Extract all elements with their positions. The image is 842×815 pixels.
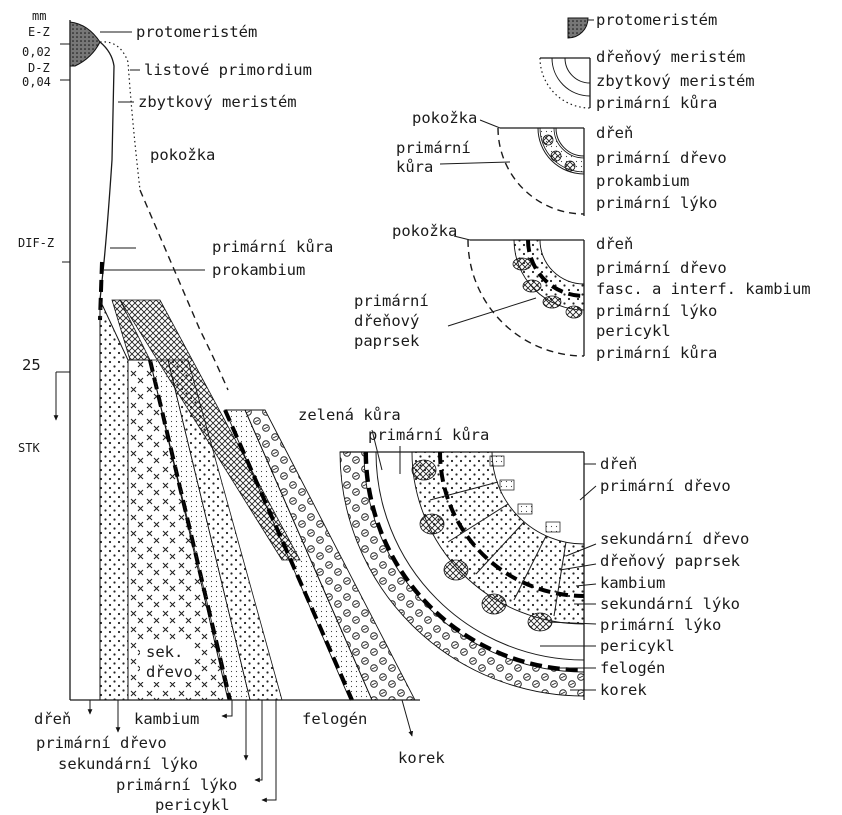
cs3-label-primary-xylem: primární dřevo xyxy=(596,259,727,277)
axis-stk-label: STK xyxy=(18,441,40,455)
label-bottom-secondary-phloem: sekundární lýko xyxy=(58,755,198,773)
cs3-label-epidermis: pokožka xyxy=(392,222,457,240)
cs1-label-residual-meristem: zbytkový meristém xyxy=(596,72,755,90)
cs3-label-pith: dřeň xyxy=(596,235,633,253)
cs2-procambium-ring xyxy=(540,128,584,172)
leader-pericycle-bottom xyxy=(262,700,276,800)
cs2-label-primary-phloem: primární lýko xyxy=(596,194,717,212)
cs4-label-primary-cortex: primární kůra xyxy=(368,426,489,444)
cs1-pith-arc xyxy=(565,58,590,83)
label-bottom-primary-xylem: primární dřevo xyxy=(36,734,167,752)
cs4-label-green-bark: zelená kůra xyxy=(298,406,401,424)
cs3-label-primary-cortex: primární kůra xyxy=(596,344,717,362)
cs1-label-primary-cortex: primární kůra xyxy=(596,94,717,112)
cs4-label-pith-ray: dřeňový paprsek xyxy=(600,552,741,570)
cs4-leader-primary-xylem xyxy=(580,486,596,500)
cs4-label-secondary-phloem: sekundární lýko xyxy=(600,595,740,613)
leader-primary-phloem-bottom xyxy=(255,700,262,780)
protomeristem-cap xyxy=(70,22,100,66)
cs2-label-epidermis: pokožka xyxy=(412,109,477,127)
cs3-label-ray-c: paprsek xyxy=(354,332,420,350)
label-bottom-phellogen: felogén xyxy=(302,710,367,728)
cs2-label-primary-xylem: primární dřevo xyxy=(596,149,727,167)
cs1-cortex-arc xyxy=(540,58,590,108)
cs3-label-pericycle: pericykl xyxy=(596,322,671,340)
cs3-label-cambium: fasc. a interf. kambium xyxy=(596,280,811,298)
cs4-label-primary-phloem: primární lýko xyxy=(600,616,721,634)
cross-section-3: pokožka primární dřeňový paprsek dřeň pr… xyxy=(354,222,811,362)
axis-004-label: 0,04 xyxy=(22,75,51,89)
cs2-label-pith: dřeň xyxy=(596,124,633,142)
cs2-label-cortex-b: kůra xyxy=(396,158,433,176)
label-primary-cortex: primární kůra xyxy=(212,238,333,256)
cs3-label-ray-b: dřeňový xyxy=(354,312,419,330)
cs4-label-primary-xylem: primární dřevo xyxy=(600,477,731,495)
label-sec-wood-b: dřevo xyxy=(146,663,193,681)
axis-unit-label: mm xyxy=(32,9,46,23)
cs1-label-protomeristem: protomeristém xyxy=(596,11,717,29)
cs2-label-procambium: prokambium xyxy=(596,172,689,190)
cs4-label-cork: korek xyxy=(600,681,647,699)
axis-difz-label: DIF-Z xyxy=(18,236,54,250)
cs3-label-ray-a: primární xyxy=(354,292,429,310)
cs4-label-pith: dřeň xyxy=(600,455,637,473)
cs1-protomeristem xyxy=(568,18,588,38)
cross-section-2: pokožka primární kůra dřeň primární dřev… xyxy=(396,109,727,216)
axis-dz-label: D-Z xyxy=(28,61,50,75)
leader-cork-bottom xyxy=(402,700,412,736)
label-residual-meristem: zbytkový meristém xyxy=(138,93,297,111)
cs4-label-pericycle: pericykl xyxy=(600,637,675,655)
cs1-label-pith-meristem: dřeňový meristém xyxy=(596,48,745,66)
leaf-primordium-outline xyxy=(100,42,140,190)
axis-25-label: 25 xyxy=(22,356,41,374)
cs4-label-cambium: kambium xyxy=(600,574,665,592)
cs4-label-secondary-xylem: sekundární dřevo xyxy=(600,530,749,548)
label-bottom-cork: korek xyxy=(398,749,445,767)
cs1-meristem-arc xyxy=(552,58,590,96)
cs3-label-primary-phloem: primární lýko xyxy=(596,302,717,320)
label-protomeristem: protomeristém xyxy=(136,23,257,41)
label-bottom-cambium: kambium xyxy=(134,710,199,728)
label-sec-wood-a: sek. xyxy=(146,643,183,661)
cs2-label-cortex-a: primární xyxy=(396,139,471,157)
label-bottom-pericycle: pericykl xyxy=(155,796,230,814)
tick-25-arrow xyxy=(56,372,70,420)
cs2-leader-epidermis xyxy=(480,120,500,128)
cs4-label-phellogen: felogén xyxy=(600,659,665,677)
label-bottom-primary-phloem: primární lýko xyxy=(116,776,237,794)
cs3-leader-ray xyxy=(448,298,536,326)
axis-002-label: 0,02 xyxy=(22,45,51,59)
label-procambium: prokambium xyxy=(212,261,305,279)
label-bottom-pith: dřeň xyxy=(34,710,71,728)
cross-section-1: protomeristém dřeňový meristém zbytkový … xyxy=(540,11,755,112)
axis-ez-label: E-Z xyxy=(28,25,50,39)
pith-tissue xyxy=(100,300,128,700)
cs2-leader-cortex xyxy=(440,162,510,164)
apex-outline xyxy=(100,42,114,300)
leader-cambium-bottom xyxy=(222,700,232,716)
label-epidermis: pokožka xyxy=(150,146,215,164)
label-leaf-primordium: listové primordium xyxy=(144,61,312,79)
